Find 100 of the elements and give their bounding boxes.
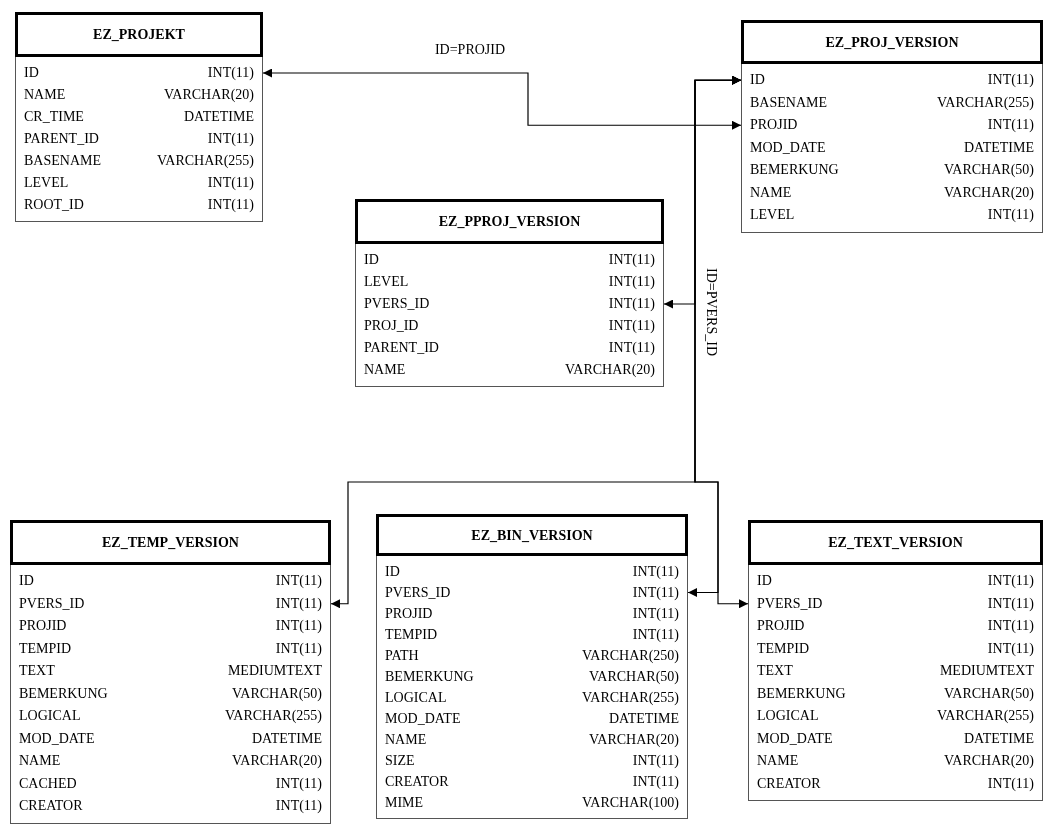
field-name: CACHED bbox=[19, 776, 77, 791]
field-name: PROJ_ID bbox=[364, 319, 419, 333]
field-type: MEDIUMTEXT bbox=[939, 664, 1034, 679]
edge-label: ID=PROJID bbox=[432, 43, 508, 57]
table-title: EZ_BIN_VERSION bbox=[471, 526, 593, 545]
field-type: INT(11) bbox=[608, 275, 655, 289]
field-type: INT(11) bbox=[987, 641, 1034, 656]
entity-table bbox=[355, 199, 664, 386]
field-type: INT(11) bbox=[987, 118, 1034, 133]
field-name: PROJID bbox=[385, 606, 433, 621]
field-type: VARCHAR(50) bbox=[589, 669, 679, 684]
field-name: TEMPID bbox=[385, 627, 438, 642]
entity-table bbox=[15, 12, 263, 221]
field-type: VARCHAR(255) bbox=[937, 709, 1034, 724]
field-name: PARENT_ID bbox=[24, 132, 99, 146]
field-name: PVERS_ID bbox=[19, 596, 85, 611]
field-name: ID bbox=[750, 73, 765, 88]
field-type: VARCHAR(20) bbox=[164, 88, 254, 102]
field-type: INT(11) bbox=[987, 73, 1034, 88]
field-type: VARCHAR(50) bbox=[944, 163, 1034, 178]
field-name: BEMERKUNG bbox=[19, 686, 108, 701]
field-name: NAME bbox=[364, 363, 406, 377]
field-name: PVERS_ID bbox=[757, 596, 823, 611]
field-type: INT(11) bbox=[987, 776, 1034, 791]
field-type: INT(11) bbox=[275, 596, 322, 611]
field-type: INT(11) bbox=[207, 132, 254, 146]
field-name: ID bbox=[757, 574, 772, 589]
field-name: MOD_DATE bbox=[750, 140, 826, 155]
field-name: BEMERKUNG bbox=[385, 669, 474, 684]
field-type: INT(11) bbox=[632, 627, 679, 642]
field-type: VARCHAR(255) bbox=[937, 95, 1034, 110]
field-name: PROJID bbox=[750, 118, 798, 133]
field-name: NAME bbox=[757, 754, 799, 769]
field-type: VARCHAR(50) bbox=[944, 686, 1034, 701]
field-type: VARCHAR(20) bbox=[232, 754, 322, 769]
field-type: INT(11) bbox=[632, 606, 679, 621]
field-name: CR_TIME bbox=[24, 110, 84, 124]
edge-label: ID=PVERS_ID bbox=[704, 267, 718, 357]
field-type: INT(11) bbox=[632, 585, 679, 600]
field-name: CREATOR bbox=[385, 774, 449, 789]
field-name: CREATOR bbox=[19, 799, 83, 814]
field-type: VARCHAR(255) bbox=[157, 154, 254, 168]
field-name: TEMPID bbox=[19, 641, 72, 656]
field-name: TEXT bbox=[19, 664, 55, 679]
field-type: VARCHAR(100) bbox=[582, 795, 679, 810]
field-type: INT(11) bbox=[987, 208, 1034, 223]
field-type: INT(11) bbox=[632, 564, 679, 579]
field-type: INT(11) bbox=[987, 596, 1034, 611]
field-name: SIZE bbox=[385, 753, 415, 768]
field-type: DATETIME bbox=[184, 110, 254, 124]
field-name: ID bbox=[364, 253, 379, 267]
field-type: INT(11) bbox=[207, 176, 254, 190]
field-type: INT(11) bbox=[987, 574, 1034, 589]
table-title: EZ_TEMP_VERSION bbox=[102, 534, 239, 552]
field-name: MOD_DATE bbox=[19, 731, 95, 746]
field-type: INT(11) bbox=[632, 753, 679, 768]
field-type: INT(11) bbox=[275, 641, 322, 656]
field-name: PROJID bbox=[19, 619, 67, 634]
field-type: VARCHAR(250) bbox=[582, 648, 679, 663]
field-type: VARCHAR(255) bbox=[582, 690, 679, 705]
entity-table bbox=[376, 514, 688, 818]
field-type: VARCHAR(20) bbox=[565, 363, 655, 377]
relation-line bbox=[262, 68, 742, 130]
field-type: INT(11) bbox=[608, 319, 655, 333]
field-name: BEMERKUNG bbox=[757, 686, 846, 701]
field-name: NAME bbox=[750, 185, 792, 200]
field-name: MOD_DATE bbox=[757, 731, 833, 746]
field-type: VARCHAR(20) bbox=[944, 185, 1034, 200]
table-title: EZ_PROJEKT bbox=[93, 26, 185, 44]
field-name: NAME bbox=[385, 732, 427, 747]
field-type: VARCHAR(20) bbox=[589, 732, 679, 747]
field-name: CREATOR bbox=[757, 776, 821, 791]
field-name: LOGICAL bbox=[757, 709, 819, 724]
field-type: VARCHAR(20) bbox=[944, 754, 1034, 769]
field-type: INT(11) bbox=[275, 619, 322, 634]
field-type: INT(11) bbox=[275, 574, 322, 589]
field-type: VARCHAR(50) bbox=[232, 686, 322, 701]
field-type: DATETIME bbox=[252, 731, 322, 746]
field-name: LEVEL bbox=[750, 208, 795, 223]
field-name: BEMERKUNG bbox=[750, 163, 839, 178]
field-type: INT(11) bbox=[207, 198, 254, 212]
field-name: BASENAME bbox=[750, 95, 827, 110]
field-name: ID bbox=[24, 66, 39, 80]
field-name: ID bbox=[19, 574, 34, 589]
field-type: MEDIUMTEXT bbox=[227, 664, 322, 679]
field-name: TEXT bbox=[757, 664, 793, 679]
entity-table bbox=[741, 20, 1043, 232]
field-type: DATETIME bbox=[964, 140, 1034, 155]
field-name: NAME bbox=[19, 754, 61, 769]
field-type: INT(11) bbox=[275, 776, 322, 791]
field-type: INT(11) bbox=[608, 341, 655, 355]
entity-table bbox=[10, 520, 331, 823]
table-title: EZ_TEXT_VERSION bbox=[828, 534, 963, 552]
field-name: LOGICAL bbox=[385, 690, 447, 705]
field-name: PVERS_ID bbox=[385, 585, 451, 600]
entity-table bbox=[748, 520, 1043, 800]
field-name: LEVEL bbox=[24, 176, 69, 190]
field-type: DATETIME bbox=[609, 711, 679, 726]
table-title: EZ_PROJ_VERSION bbox=[825, 33, 959, 52]
table-title: EZ_PPROJ_VERSION bbox=[438, 213, 581, 231]
